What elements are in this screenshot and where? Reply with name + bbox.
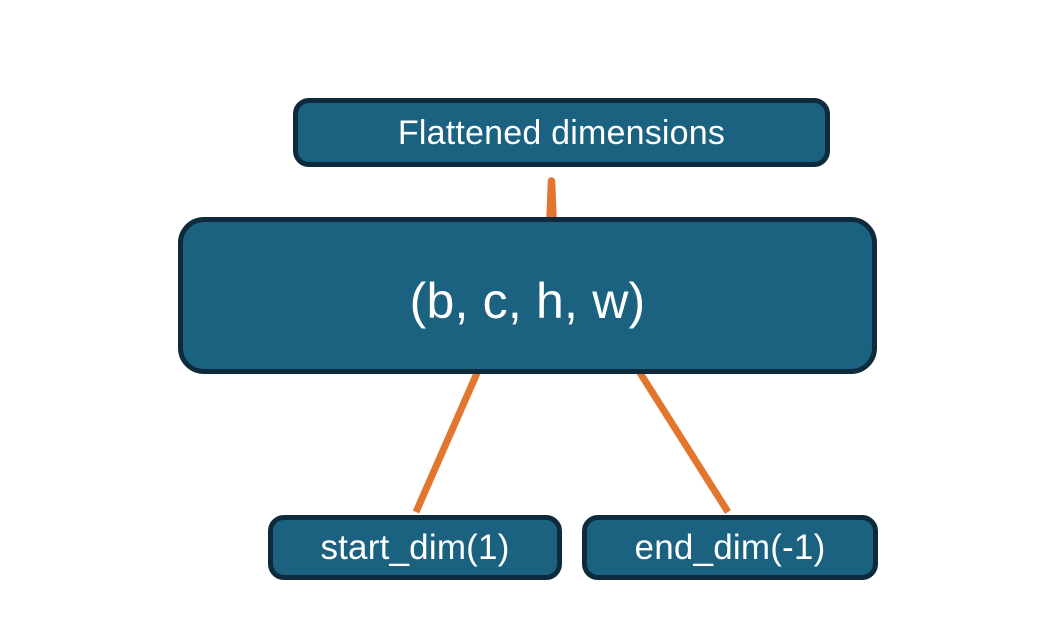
node-flattened-dimensions-label: Flattened dimensions [397,113,726,152]
node-end-dim[interactable]: end_dim(-1) [582,515,878,580]
node-end-dim-label: end_dim(-1) [634,528,826,567]
node-start-dim-label: start_dim(1) [320,528,510,567]
node-flattened-dimensions[interactable]: Flattened dimensions [293,98,830,167]
node-tensor-shape-label: (b, c, h, w) [409,273,646,329]
node-start-dim[interactable]: start_dim(1) [268,515,562,580]
node-tensor-shape[interactable]: (b, c, h, w) [178,217,877,374]
